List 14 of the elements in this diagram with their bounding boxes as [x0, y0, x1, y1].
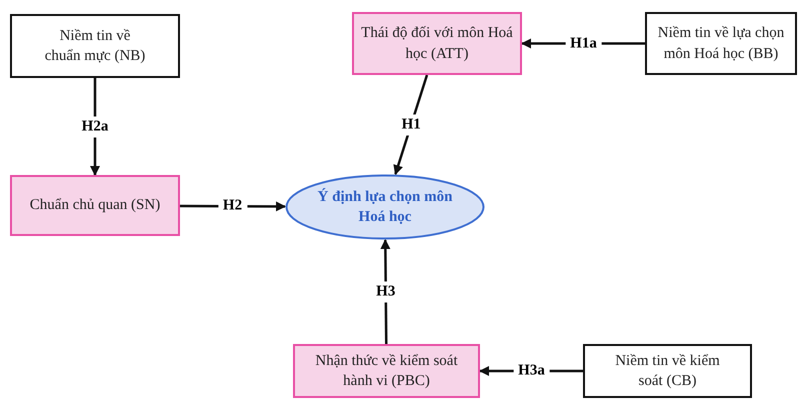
node-label: Ý định lựa chọn môn Hoá học — [316, 187, 454, 227]
outcome-ellipse — [285, 174, 485, 240]
node-label: Chuẩn chủ quan (SN) — [28, 196, 162, 216]
node-label: Niềm tin về chuẩn mực (NB) — [44, 26, 146, 66]
belief-box — [645, 12, 797, 75]
belief-box — [583, 344, 752, 398]
construct-box — [293, 344, 480, 398]
construct-box — [10, 175, 180, 236]
belief-box — [10, 14, 180, 78]
construct-box — [352, 12, 522, 75]
node-label: Thái độ đối với môn Hoá học (ATT) — [360, 24, 514, 64]
node-label: Niềm tin về kiểm soát (CB) — [614, 352, 721, 391]
node-label: Nhận thức về kiểm soát hành vi (PBC) — [314, 352, 459, 391]
node-label: Niềm tin về lựa chọn môn Hoá học (BB) — [656, 24, 786, 64]
